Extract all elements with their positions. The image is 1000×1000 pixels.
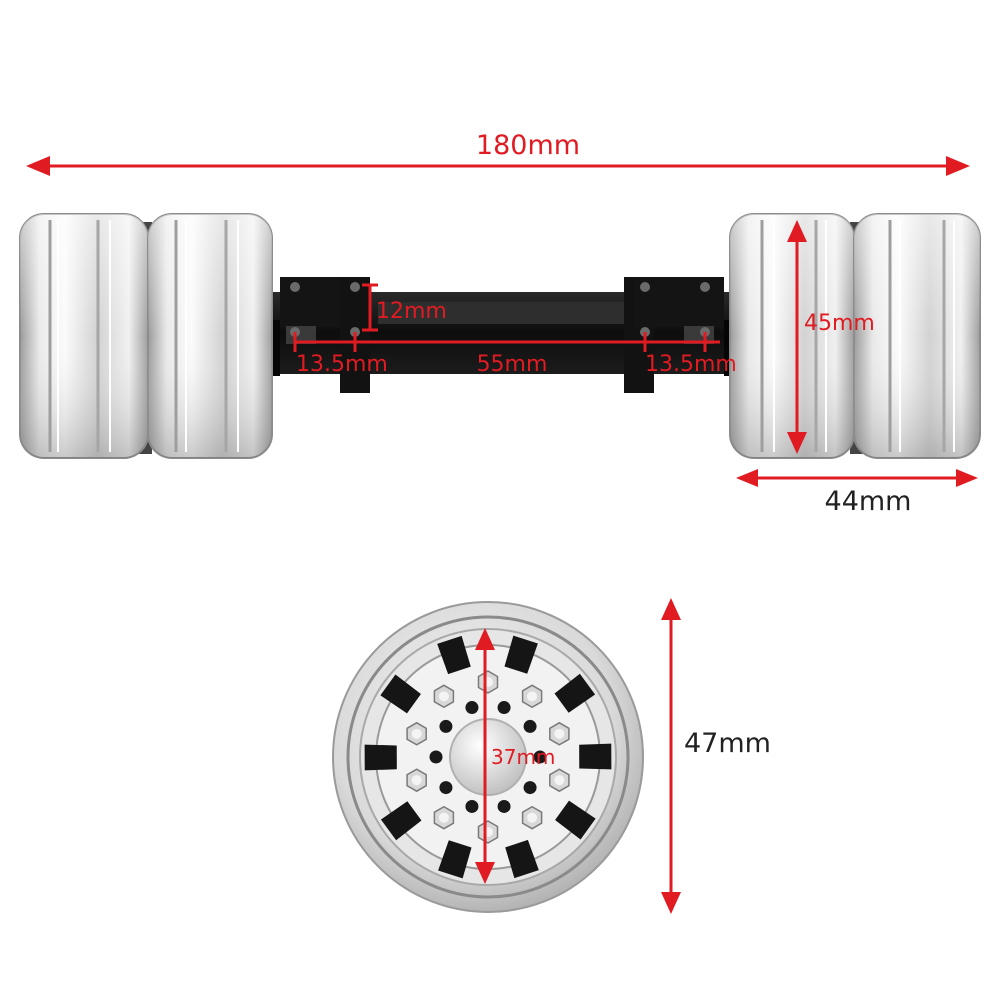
dimension-mount-height bbox=[362, 283, 378, 332]
inner-bolt bbox=[497, 701, 511, 715]
vent-slot bbox=[380, 674, 421, 714]
hole-spacing-right-label: 13.5mm bbox=[645, 352, 737, 377]
dimension-inner-diameter bbox=[475, 628, 495, 884]
lug-nut-center bbox=[438, 812, 449, 823]
vent-slot bbox=[437, 635, 471, 675]
mount-hole bbox=[290, 282, 300, 292]
lug-nut-center bbox=[554, 728, 565, 739]
inner-bolt bbox=[465, 701, 479, 715]
vent-slot bbox=[364, 744, 397, 771]
rim-diameter-label: 47mm bbox=[684, 728, 771, 759]
vent-slot bbox=[579, 743, 612, 770]
dimension-hole-spacing bbox=[293, 332, 720, 352]
dimension-rim-diameter bbox=[661, 598, 681, 914]
vent-slot bbox=[505, 839, 539, 879]
vent-slot bbox=[504, 635, 538, 674]
wheel-inner-right bbox=[729, 213, 855, 459]
wheel-outer-left bbox=[19, 213, 149, 459]
hole-spacing-left-label: 13.5mm bbox=[296, 352, 388, 377]
wheel-outer-right bbox=[853, 213, 981, 459]
dual-wheel-width-label: 44mm bbox=[825, 486, 912, 517]
hole-spacing-center-label: 55mm bbox=[477, 352, 548, 377]
inner-bolt bbox=[533, 750, 547, 764]
right-dual-wheels bbox=[729, 213, 981, 459]
inner-bolt bbox=[523, 719, 537, 733]
inner-bolt bbox=[523, 781, 537, 795]
vent-slot bbox=[555, 800, 596, 840]
vent-slot bbox=[438, 840, 472, 879]
dimension-overall-width bbox=[26, 156, 970, 176]
mount-height-label: 12mm bbox=[376, 299, 447, 324]
vent-slot bbox=[554, 673, 596, 713]
inner-diameter-label: 37mm bbox=[491, 745, 555, 769]
lug-nut-center bbox=[411, 775, 422, 786]
lug-nut-center bbox=[527, 812, 538, 823]
mount-hole bbox=[700, 282, 710, 292]
inner-bolts bbox=[429, 701, 547, 813]
mount-hole bbox=[640, 282, 650, 292]
wheel-height-label: 45mm bbox=[804, 311, 875, 336]
dimension-dual-wheel-width bbox=[736, 469, 978, 487]
hub-cap bbox=[449, 718, 527, 796]
lug-nut-center bbox=[527, 691, 538, 702]
wheel-inner-left bbox=[147, 213, 273, 459]
inner-bolt bbox=[429, 750, 443, 764]
overall-width-label: 180mm bbox=[476, 130, 580, 161]
lug-nut-center bbox=[438, 691, 449, 702]
lug-nut-center bbox=[411, 728, 422, 739]
inner-bolt bbox=[465, 799, 479, 813]
outer-lug-nuts bbox=[406, 670, 570, 844]
wheel-vents bbox=[364, 635, 612, 879]
inner-bolt bbox=[439, 781, 453, 795]
left-dual-wheels bbox=[19, 213, 273, 459]
wheel-face bbox=[332, 601, 644, 913]
lug-nut-center bbox=[554, 775, 565, 786]
dimension-wheel-height bbox=[787, 220, 807, 454]
inner-bolt bbox=[439, 719, 453, 733]
mount-hole bbox=[350, 282, 360, 292]
axle-assembly bbox=[19, 213, 981, 459]
inner-bolt bbox=[497, 799, 511, 813]
vent-slot bbox=[380, 801, 422, 841]
